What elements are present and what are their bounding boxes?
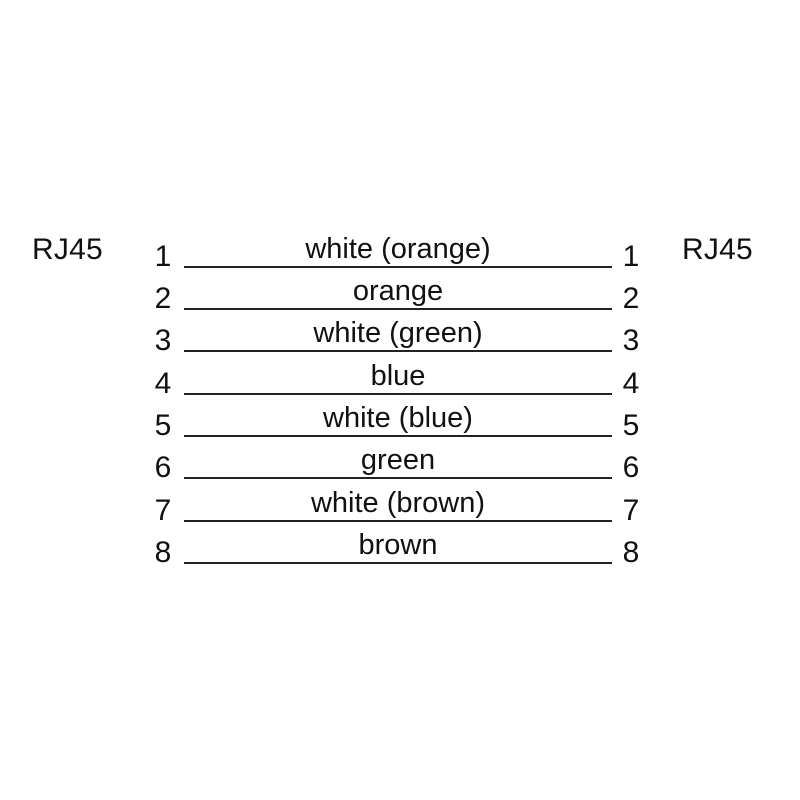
left-pin-number: 8 <box>154 536 172 569</box>
wire-label: green <box>360 444 436 476</box>
right-pin-number: 4 <box>622 367 640 400</box>
wire-line <box>184 520 612 522</box>
right-pin-number: 6 <box>622 451 640 484</box>
wire-label: blue <box>370 360 426 392</box>
left-pin-number: 2 <box>154 282 172 315</box>
left-pin-number: 3 <box>154 324 172 357</box>
wire-line <box>184 266 612 268</box>
left-pin-number: 1 <box>154 240 172 273</box>
left-pin-number: 5 <box>154 409 172 442</box>
wire-label: white (brown) <box>310 487 486 519</box>
right-pin-number: 8 <box>622 536 640 569</box>
wire-line <box>184 477 612 479</box>
wire-line <box>184 435 612 437</box>
right-pin-number: 2 <box>622 282 640 315</box>
wire-label: brown <box>358 529 438 561</box>
wire-line <box>184 308 612 310</box>
right-connector-label: RJ45 <box>682 233 753 266</box>
left-pin-number: 4 <box>154 367 172 400</box>
right-pin-number: 3 <box>622 324 640 357</box>
wire-label: white (orange) <box>305 233 491 265</box>
wire-label: orange <box>352 275 444 307</box>
wire-line <box>184 350 612 352</box>
wire-line <box>184 562 612 564</box>
left-pin-number: 7 <box>154 494 172 527</box>
right-pin-number: 7 <box>622 494 640 527</box>
wire-label: white (green) <box>313 317 483 349</box>
right-pin-number: 5 <box>622 409 640 442</box>
wire-line <box>184 393 612 395</box>
right-pin-number: 1 <box>622 240 640 273</box>
wire-label: white (blue) <box>323 402 473 434</box>
left-pin-number: 6 <box>154 451 172 484</box>
left-connector-label: RJ45 <box>32 233 103 266</box>
